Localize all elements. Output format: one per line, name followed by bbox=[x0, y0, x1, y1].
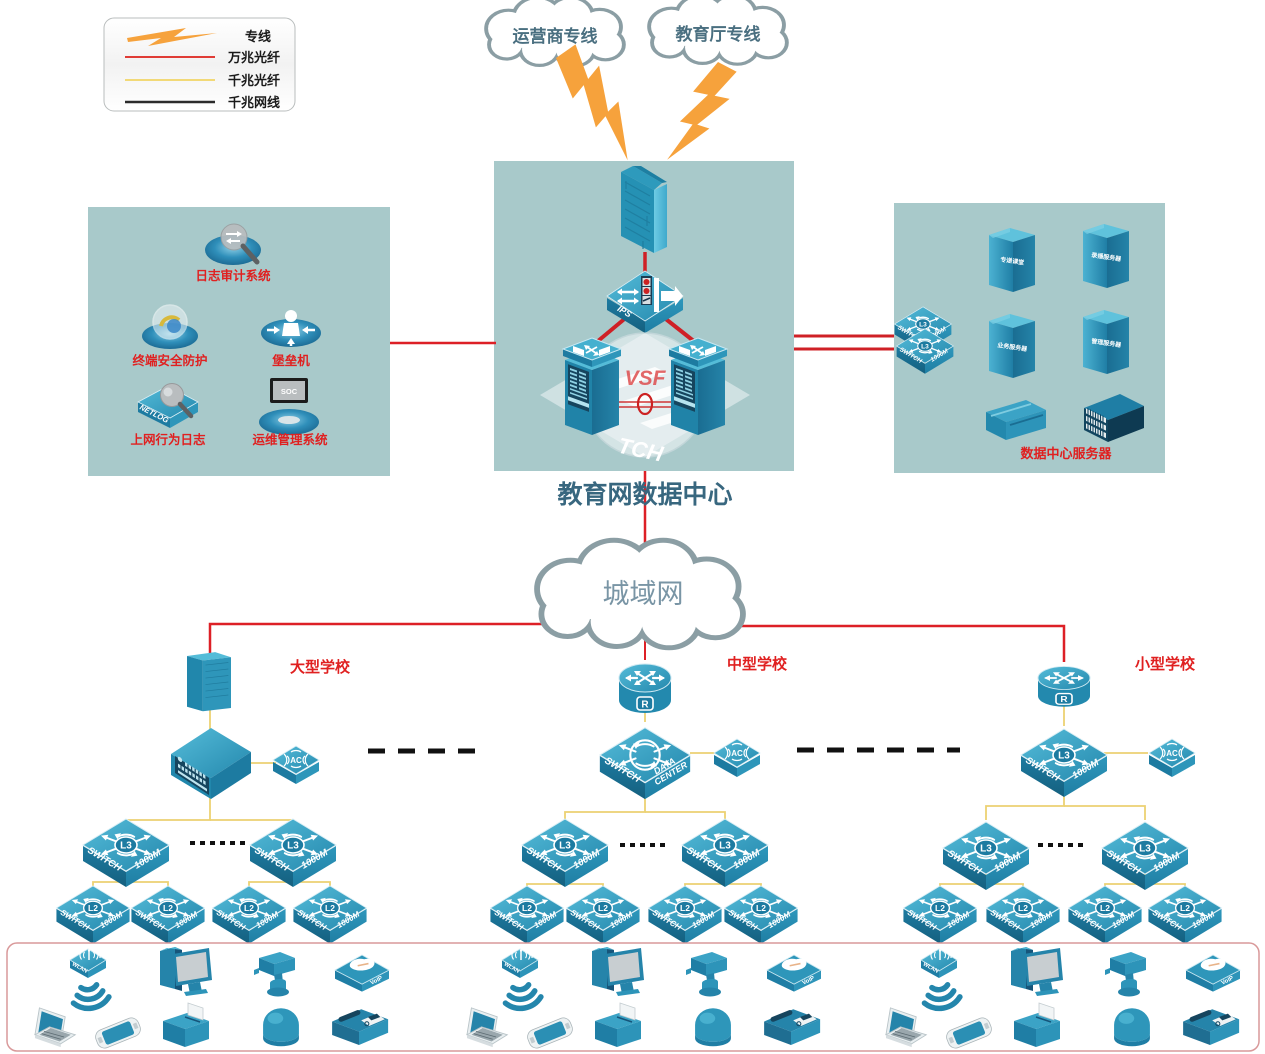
svg-text:千兆网线: 千兆网线 bbox=[228, 95, 280, 110]
svg-text:VSF: VSF bbox=[625, 367, 667, 390]
svg-text:千兆光纤: 千兆光纤 bbox=[228, 73, 280, 88]
svg-text:终端安全防护: 终端安全防护 bbox=[132, 353, 207, 368]
svg-text:万兆光纤: 万兆光纤 bbox=[227, 50, 280, 65]
svg-text:小型学校: 小型学校 bbox=[1135, 655, 1196, 673]
svg-text:数据中心服务器: 数据中心服务器 bbox=[1020, 446, 1112, 461]
svg-text:专线: 专线 bbox=[245, 29, 271, 44]
svg-text:城域网: 城域网 bbox=[603, 579, 684, 609]
svg-text:专递课堂: 专递课堂 bbox=[1000, 255, 1025, 266]
svg-text:堡垒机: 堡垒机 bbox=[272, 353, 310, 368]
svg-text:SOC: SOC bbox=[281, 387, 298, 396]
svg-text:日志审计系统: 日志审计系统 bbox=[195, 268, 271, 283]
svg-text:大型学校: 大型学校 bbox=[290, 658, 351, 676]
svg-text:上网行为日志: 上网行为日志 bbox=[130, 432, 206, 447]
svg-text:教育厅专线: 教育厅专线 bbox=[675, 24, 761, 44]
svg-text:教育网数据中心: 教育网数据中心 bbox=[557, 480, 732, 509]
svg-text:运维管理系统: 运维管理系统 bbox=[252, 432, 328, 447]
svg-text:运营商专线: 运营商专线 bbox=[513, 26, 598, 46]
svg-text:中型学校: 中型学校 bbox=[727, 655, 788, 673]
